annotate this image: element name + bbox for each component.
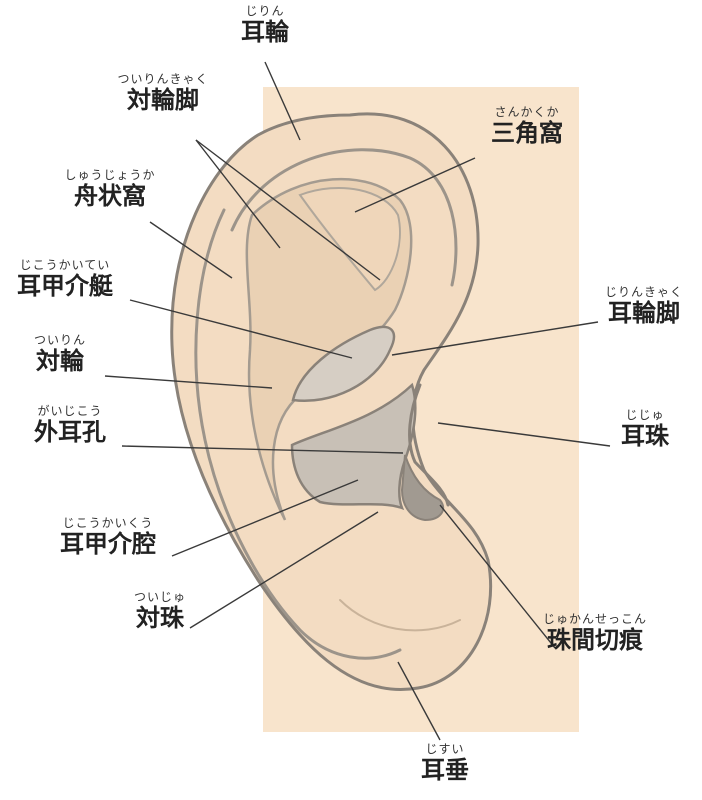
leader-line-jirinkyaku — [391, 321, 599, 356]
label-tsuirin-term: 対輪 — [36, 347, 84, 375]
lobule-curve — [339, 599, 461, 632]
label-jikokaiku-term: 耳甲介腔 — [60, 530, 156, 558]
label-jukansekkon-reading: じゅかんせっこん — [542, 612, 647, 626]
label-jikokaiku-reading: じこうかいくう — [62, 516, 154, 530]
label-jikokaiku: じこうかいくう 耳甲介腔 — [38, 516, 178, 558]
label-jiju-reading: じじゅ — [625, 408, 665, 422]
label-jikokaitei: じこうかいてい 耳甲介艇 — [0, 258, 130, 300]
label-tsuirinkyaku-term: 対輪脚 — [127, 86, 199, 114]
label-jiju: じじゅ 耳珠 — [605, 408, 685, 450]
leader-line-jiju — [437, 422, 611, 447]
label-sankakuka: さんかくか 三角窩 — [462, 105, 592, 147]
leader-line-shujoka — [149, 221, 233, 279]
label-gaijiko: がいじこう 外耳孔 — [15, 404, 125, 446]
leader-line-jirin — [264, 61, 301, 141]
label-jukansekkon: じゅかんせっこん 珠間切痕 — [525, 612, 665, 654]
label-tsuirin: ついりん 対輪 — [10, 333, 110, 375]
leader-line-tsuirinkyaku-a — [195, 139, 281, 249]
label-tsuirin-reading: ついりん — [33, 333, 86, 347]
label-jirinkyaku-reading: じりんきゃく — [604, 285, 683, 299]
label-jisui-term: 耳垂 — [421, 756, 469, 784]
tragus-shape — [408, 383, 450, 507]
label-jirin: じりん 耳輪 — [205, 4, 325, 46]
label-jirin-reading: じりん — [245, 4, 285, 18]
scapha-line — [194, 208, 402, 660]
leader-line-sankakuka — [354, 157, 476, 213]
leader-line-jikokaiku — [171, 479, 359, 557]
label-sankakuka-reading: さんかくか — [494, 105, 560, 119]
leader-line-tsuirin — [104, 375, 273, 389]
label-jisui-reading: じすい — [425, 742, 465, 756]
label-tsuiju-term: 対珠 — [136, 604, 184, 632]
label-jiju-term: 耳珠 — [621, 422, 669, 450]
label-jikokaitei-reading: じこうかいてい — [19, 258, 111, 272]
leader-line-tsuirinkyaku-b — [195, 139, 381, 281]
label-jirin-term: 耳輪 — [241, 18, 289, 46]
label-gaijiko-reading: がいじこう — [37, 404, 103, 418]
ear-canal-shading — [400, 454, 445, 522]
leader-line-jukansekkon — [439, 504, 556, 649]
label-sankakuka-term: 三角窩 — [491, 119, 563, 147]
label-jisui: じすい 耳垂 — [395, 742, 495, 784]
leader-lines — [104, 61, 611, 741]
label-tsuirinkyaku: ついりんきゃく 対輪脚 — [88, 72, 238, 114]
label-shujoka: しゅうじょうか 舟状窩 — [40, 168, 180, 210]
cavum-conchae — [290, 382, 417, 511]
leader-line-jisui — [397, 661, 441, 741]
leader-line-tsuiju — [189, 511, 379, 629]
leader-line-gaijiko — [121, 445, 404, 454]
label-tsuiju: ついじゅ 対珠 — [110, 590, 210, 632]
label-shujoka-reading: しゅうじょうか — [64, 168, 156, 182]
label-jikokaitei-term: 耳甲介艇 — [17, 272, 113, 300]
helix-rim-line — [230, 148, 458, 287]
label-tsuiju-reading: ついじゅ — [133, 590, 186, 604]
label-shujoka-term: 舟状窩 — [74, 182, 146, 210]
label-jukansekkon-term: 珠間切痕 — [547, 626, 643, 654]
cymba-conchae — [291, 325, 396, 402]
leader-line-jikokaitei — [129, 299, 353, 359]
label-jirinkyaku: じりんきゃく 耳輪脚 — [590, 285, 698, 327]
label-jirinkyaku-term: 耳輪脚 — [608, 299, 680, 327]
label-gaijiko-term: 外耳孔 — [34, 418, 106, 446]
label-tsuirinkyaku-reading: ついりんきゃく — [117, 72, 209, 86]
triangular-fossa — [298, 187, 401, 292]
